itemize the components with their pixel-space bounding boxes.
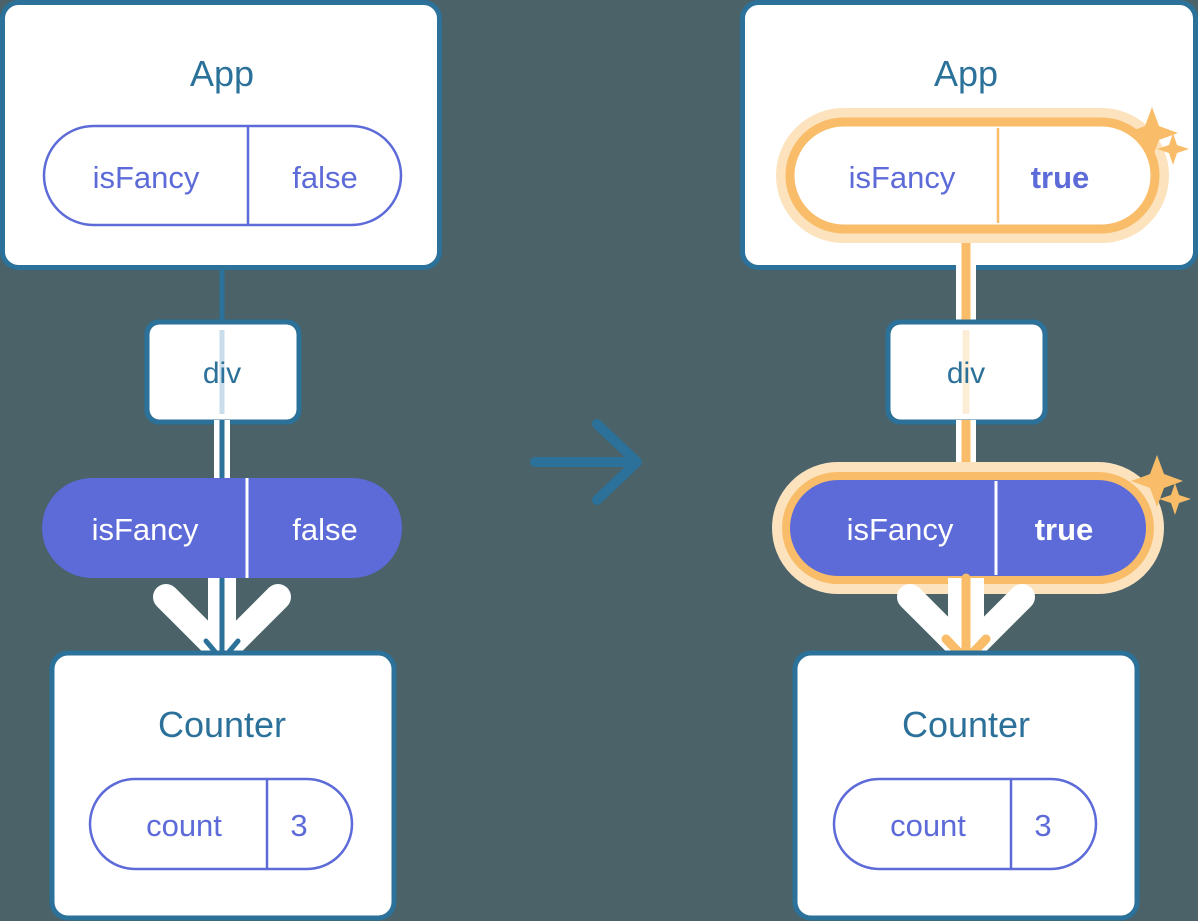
- transition-arrow: [530, 419, 642, 505]
- counter-box-title: Counter: [158, 704, 286, 745]
- app-state-pill-value: true: [1031, 160, 1090, 195]
- props-pill-key: isFancy: [847, 512, 954, 547]
- sparkle-app-small: [1157, 133, 1189, 165]
- app-box-title: App: [190, 53, 254, 94]
- sparkle-app-large: [1126, 107, 1178, 159]
- props-pill: [42, 478, 402, 578]
- div-box-label: div: [203, 357, 241, 390]
- div-box-label: div: [947, 357, 985, 390]
- counter-state-pill: [832, 777, 1098, 871]
- props-pill: [794, 484, 1142, 572]
- counter-state-pill: [88, 777, 354, 871]
- sparkle-props-large: [1131, 455, 1183, 507]
- app-state-pill-value: false: [292, 160, 357, 195]
- app-state-pill-key: isFancy: [93, 160, 200, 195]
- counter-state-pill-value: 3: [1034, 808, 1051, 843]
- counter-state-pill-value: 3: [290, 808, 307, 843]
- counter-box-title: Counter: [902, 704, 1030, 745]
- app-box-title: App: [934, 53, 998, 94]
- props-pill-value: true: [1035, 512, 1094, 547]
- counter-state-pill-key: count: [890, 808, 966, 843]
- app-state-pill-ring: [785, 117, 1160, 234]
- props-pill-value: false: [292, 512, 357, 547]
- app-state-pill-glow: [776, 108, 1169, 243]
- props-pill-key: isFancy: [92, 512, 199, 547]
- flow-arrow-white-chevron: [897, 578, 1035, 666]
- sparkle-props-small: [1159, 483, 1191, 515]
- app-state-pill: [42, 124, 403, 227]
- app-state-pill-key: isFancy: [849, 160, 956, 195]
- counter-state-pill-key: count: [146, 808, 222, 843]
